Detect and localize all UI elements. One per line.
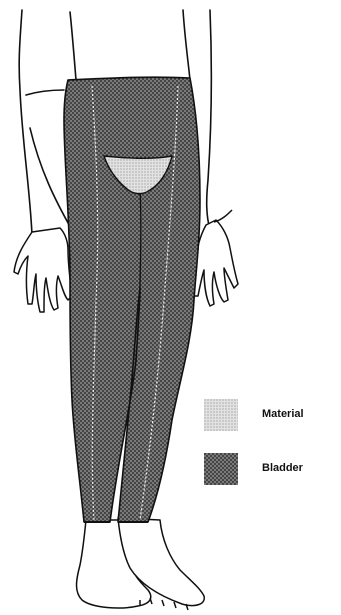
legend-swatch-material (204, 399, 238, 431)
legend-swatch-bladder (204, 453, 238, 485)
bladder-garment (64, 77, 200, 522)
left-hand (14, 228, 72, 312)
legend-label-bladder: Bladder (262, 462, 303, 474)
legend-label-material: Material (262, 408, 304, 420)
feet (77, 518, 205, 610)
